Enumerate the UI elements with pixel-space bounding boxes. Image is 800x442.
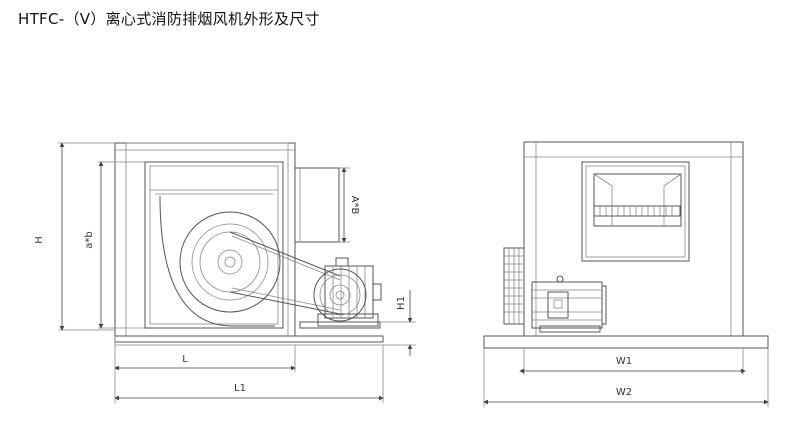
motor-side — [299, 257, 382, 329]
side-base — [114, 335, 384, 343]
dim-L1: L1 — [234, 383, 246, 394]
motor-pulley — [313, 268, 367, 322]
front-view: W1 W2 — [483, 141, 769, 407]
front-base — [483, 335, 769, 349]
dim-H1: H1 — [396, 296, 407, 310]
outlet-duct — [294, 167, 340, 243]
drive-belt — [229, 231, 341, 315]
impeller-blades — [593, 205, 681, 217]
front-cabinet-outline — [523, 141, 744, 337]
dim-a-b: a*b — [84, 231, 95, 248]
dim-W1: W1 — [616, 356, 632, 367]
dim-H: H — [34, 236, 45, 244]
side-view: H a*b A*B H1 L L1 — [34, 142, 416, 403]
impeller — [179, 211, 281, 313]
dim-W2: W2 — [616, 387, 632, 398]
dim-L: L — [182, 354, 188, 365]
motor-front — [531, 275, 607, 333]
front-outlet-frame — [581, 161, 690, 262]
side-cabinet-outline — [114, 142, 296, 337]
dim-A-B: A*B — [349, 196, 360, 215]
page-title: HTFC-（V）离心式消防排烟风机外形及尺寸 — [18, 10, 320, 28]
belt-guard-grid — [503, 247, 525, 325]
